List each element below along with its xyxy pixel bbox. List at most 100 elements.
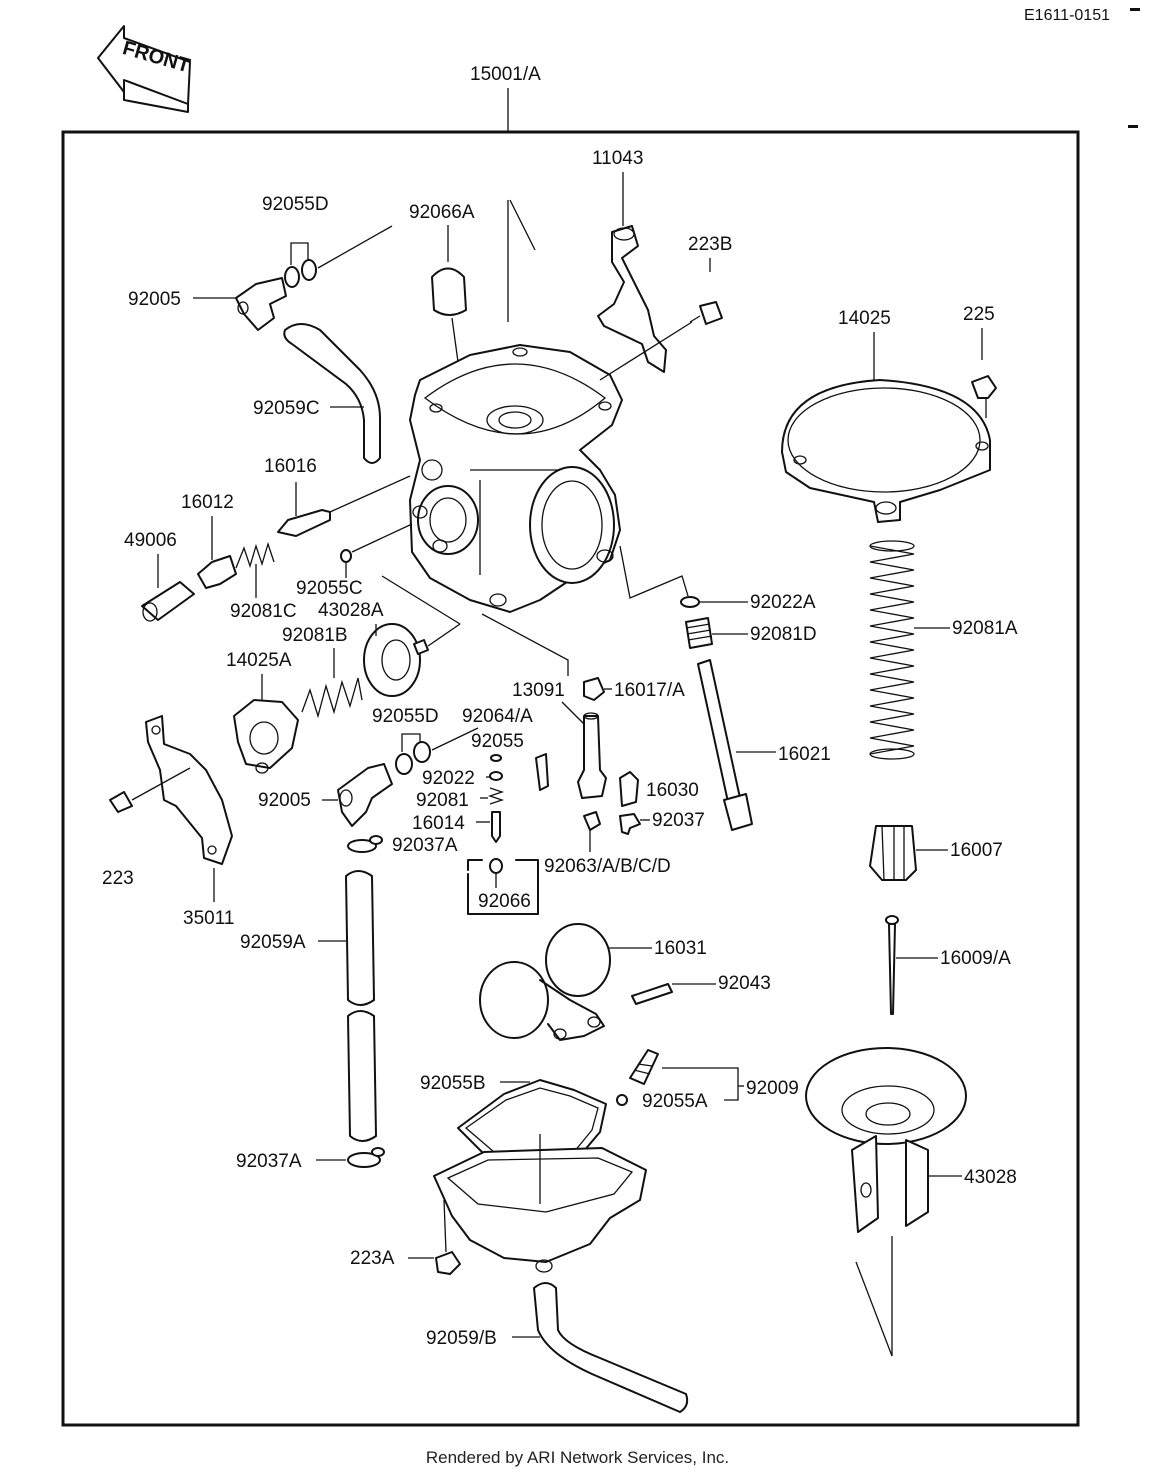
label-92081: 92081 — [416, 790, 469, 811]
label-223B: 223B — [688, 234, 732, 255]
part-92081B — [301, 677, 363, 719]
label-92063: 92063/A/B/C/D — [544, 856, 671, 877]
label-35011: 35011 — [183, 908, 234, 929]
part-223 — [109, 767, 191, 813]
part-11043 — [597, 225, 667, 373]
label-92081D: 92081D — [750, 624, 817, 645]
label-92066A: 92066A — [409, 202, 475, 223]
part-13091 — [577, 712, 607, 799]
leader-13091 — [561, 701, 585, 725]
label-92059B: 92059/B — [426, 1328, 497, 1349]
part-225 — [971, 375, 997, 418]
label-92081A: 92081A — [952, 618, 1018, 639]
label-92055D-mid: 92055D — [372, 706, 439, 727]
label-14025A: 14025A — [226, 650, 292, 671]
label-92066: 92066 — [478, 891, 531, 912]
document-code: E1611-0151 — [1024, 7, 1110, 24]
part-43028 — [805, 1047, 967, 1233]
label-92055B: 92055B — [420, 1073, 486, 1094]
label-92055A: 92055A — [642, 1091, 708, 1112]
part-35011 — [145, 715, 233, 865]
part-92081D — [685, 617, 713, 649]
part-92059B — [533, 1282, 689, 1413]
carburetor-body — [409, 344, 623, 613]
leader-223B-b — [599, 321, 693, 381]
label-14025: 14025 — [838, 308, 891, 329]
label-92022A: 92022A — [750, 592, 816, 613]
label-92043: 92043 — [718, 973, 771, 994]
part-92037A-mid — [347, 835, 383, 853]
label-92064A: 92064/A — [462, 706, 533, 727]
part-16030 — [619, 771, 639, 807]
label-43028: 43028 — [964, 1167, 1017, 1188]
leader-16016-b — [329, 475, 411, 513]
part-92022A — [680, 596, 700, 608]
part-92005-mid — [337, 763, 393, 827]
label-92081C: 92081C — [230, 601, 297, 622]
label-16031: 16031 — [654, 938, 707, 959]
part-92055D-top — [284, 259, 317, 288]
part-92081A — [869, 540, 915, 760]
part-92081C — [235, 541, 275, 569]
label-16030: 16030 — [646, 780, 699, 801]
label-92037: 92037 — [652, 810, 705, 831]
part-92055D-mid — [395, 741, 431, 775]
part-223B — [689, 301, 723, 325]
part-16031 — [479, 923, 611, 1041]
label-92059C: 92059C — [253, 398, 320, 419]
part-49006 — [141, 581, 195, 622]
part-92059C — [283, 323, 381, 464]
leader-92066A-b — [451, 317, 459, 363]
part-92066-box — [467, 858, 539, 915]
leader-92055C-b — [351, 523, 413, 553]
label-43028A: 43028A — [318, 600, 384, 621]
part-16007 — [869, 825, 917, 881]
label-92055: 92055 — [471, 731, 524, 752]
part-16009A — [885, 915, 899, 1015]
part-16021 — [697, 659, 753, 831]
part-14025 — [781, 379, 991, 523]
footer-credit: Rendered by ARI Network Services, Inc. — [425, 1448, 730, 1467]
leader-43028A-b — [427, 623, 461, 647]
label-16016: 16016 — [264, 456, 317, 477]
front-arrow-icon: FRONT — [97, 25, 192, 113]
label-92037A-mid: 92037A — [392, 835, 458, 856]
part-92081 — [487, 787, 505, 805]
label-49006: 49006 — [124, 530, 177, 551]
label-92009: 92009 — [746, 1078, 799, 1099]
part-16014 — [491, 811, 501, 843]
label-223A: 223A — [350, 1248, 395, 1269]
part-16017A — [583, 677, 605, 701]
part-92059A — [345, 870, 377, 1142]
label-225: 225 — [963, 304, 995, 325]
label-92055D-top: 92055D — [262, 194, 329, 215]
label-16009A: 16009/A — [940, 948, 1011, 969]
part-92066A — [431, 267, 467, 316]
part-92022 — [489, 771, 503, 781]
assembly-frame — [61, 130, 1080, 1427]
label-92059A: 92059A — [240, 932, 306, 953]
leader-92055D-mid — [401, 733, 421, 752]
label-92037A-bot: 92037A — [236, 1151, 302, 1172]
label-13091: 13091 — [512, 680, 565, 701]
label-16014: 16014 — [412, 813, 465, 834]
part-14025A — [233, 699, 299, 774]
part-92037A-bot — [347, 1147, 385, 1168]
label-15001-A: 15001/A — [470, 64, 541, 85]
part-92055 — [490, 754, 502, 762]
label-92022: 92022 — [422, 768, 475, 789]
leader-43028A-c — [381, 575, 461, 625]
part-92055A — [616, 1094, 628, 1106]
label-223: 223 — [102, 868, 134, 889]
label-92005-mid: 92005 — [258, 790, 311, 811]
part-92009 — [629, 1049, 659, 1085]
part-92063 — [583, 811, 601, 831]
part-jet-left — [535, 753, 549, 791]
label-16012: 16012 — [181, 492, 234, 513]
leader-body-92022A — [619, 545, 689, 599]
part-92005-top — [235, 277, 287, 331]
body-pointer-b — [509, 199, 536, 251]
leader-43028-b — [855, 1261, 893, 1357]
label-11043: 11043 — [592, 148, 643, 169]
